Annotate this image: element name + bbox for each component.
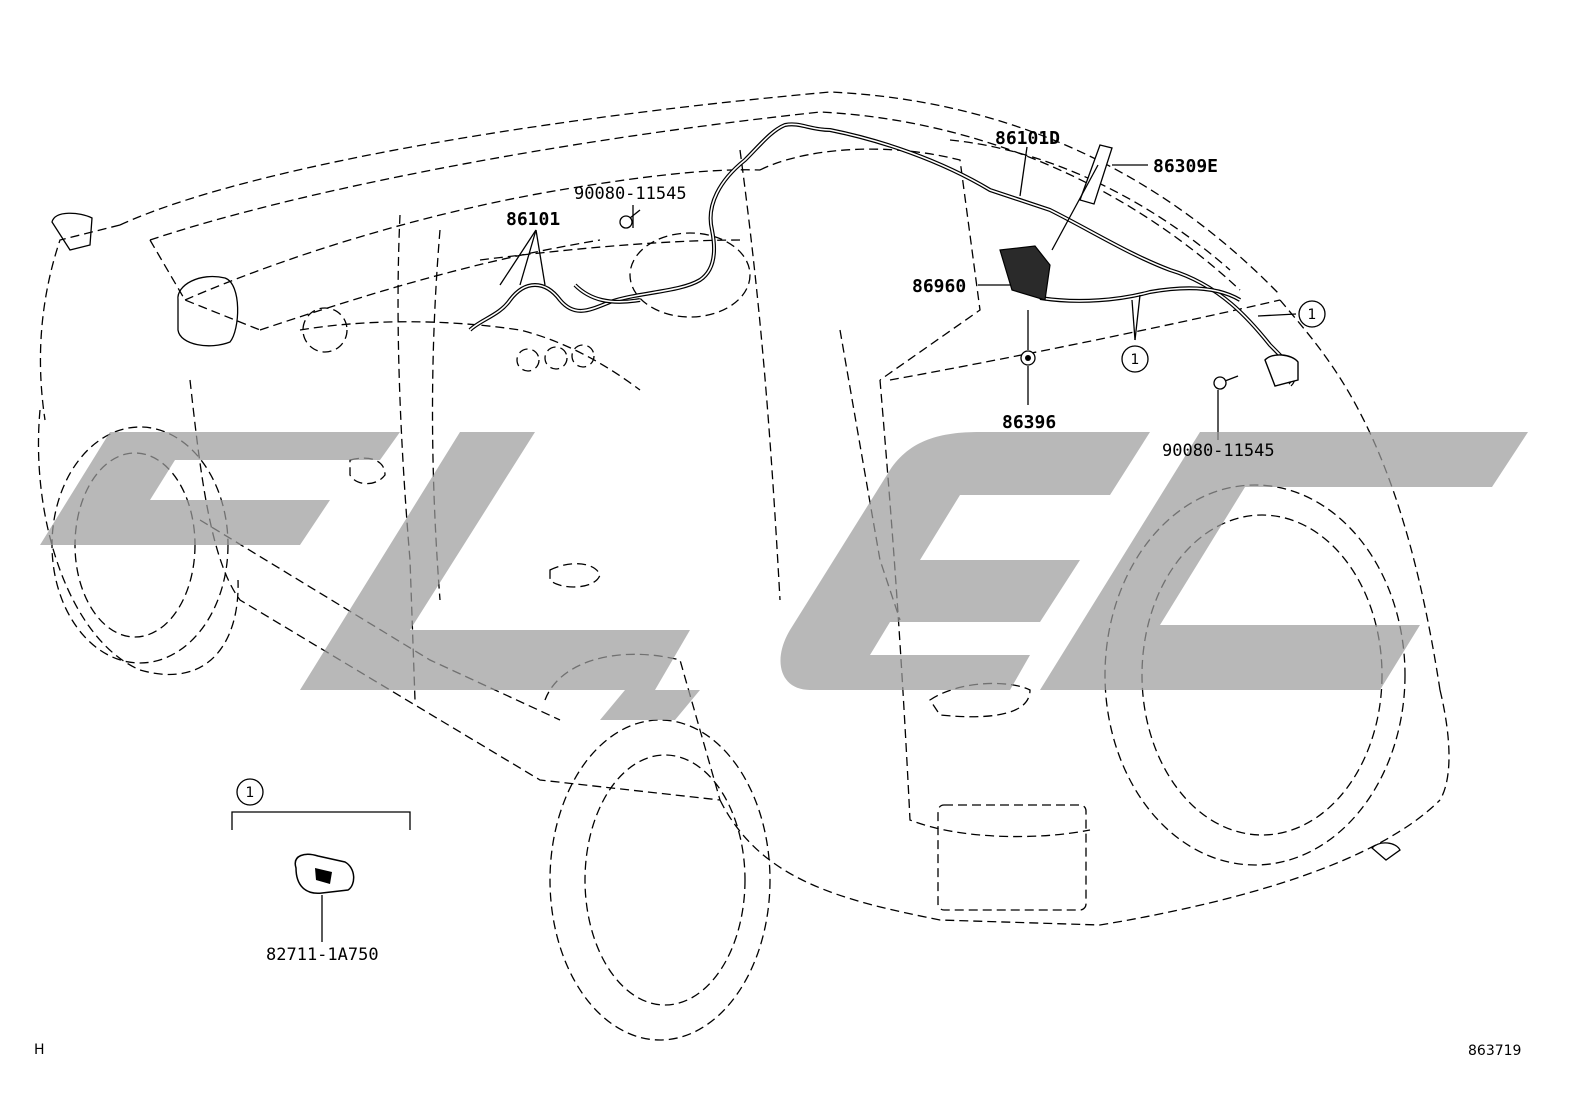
footer-left-mark: H: [34, 1042, 45, 1058]
label-86309e: 86309E: [1153, 156, 1218, 177]
callout-ref1-right: 1: [1298, 300, 1326, 328]
grommet-86396[interactable]: [1020, 350, 1036, 366]
antenna-rod-86309e[interactable]: [1079, 144, 1113, 205]
leader-lines: [231, 146, 1297, 942]
callout-ref1-inset: 1: [236, 778, 264, 806]
label-90080-top: 90080-11545: [574, 184, 687, 204]
callout-ref1-mid: 1: [1121, 345, 1149, 373]
callout-ref1-inset-text: 1: [246, 785, 255, 801]
label-86101d: 86101D: [995, 128, 1060, 149]
callout-ref1-mid-text: 1: [1131, 352, 1140, 368]
bolt-90080-right[interactable]: [1213, 375, 1239, 390]
label-86101: 86101: [506, 209, 560, 230]
bolt-90080-top[interactable]: [619, 209, 641, 229]
label-86396: 86396: [1002, 412, 1056, 433]
diagram-number: 863719: [1468, 1043, 1521, 1059]
antenna-base-86960[interactable]: [999, 245, 1051, 301]
antenna-cable-harness: [468, 122, 1296, 387]
connector-82711[interactable]: [294, 853, 355, 894]
vehicle-outline: [37, 91, 1450, 1041]
watermark-logo: [40, 432, 1528, 720]
label-86960: 86960: [912, 276, 966, 297]
rear-connector[interactable]: [1264, 354, 1299, 387]
label-82711: 82711-1A750: [266, 945, 379, 965]
label-90080-right: 90080-11545: [1162, 441, 1275, 461]
callout-ref1-right-text: 1: [1308, 307, 1317, 323]
